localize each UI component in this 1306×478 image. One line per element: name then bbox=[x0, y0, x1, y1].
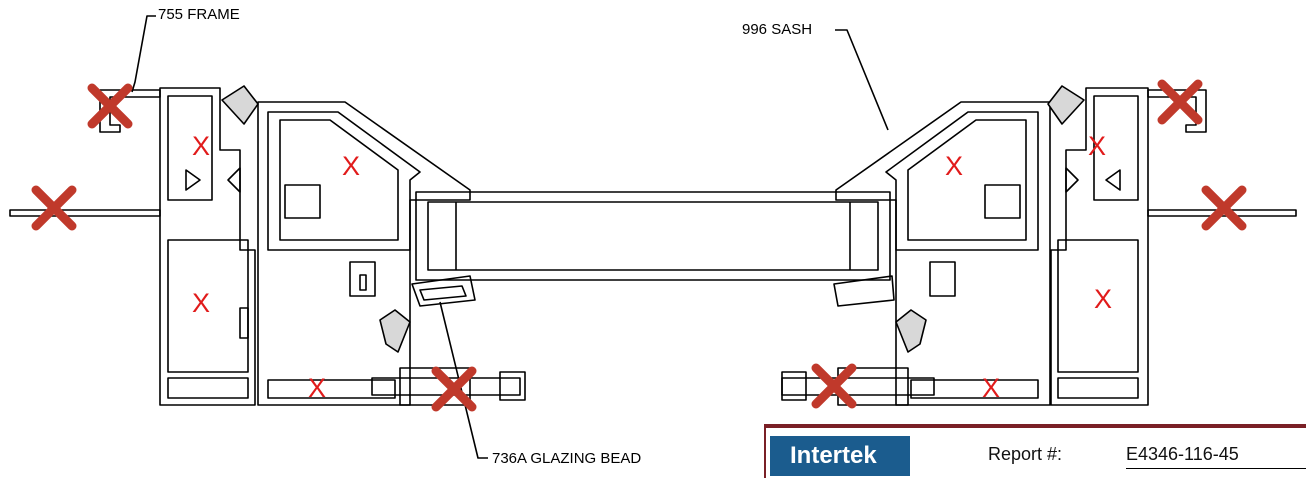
frame-leader-line bbox=[131, 15, 156, 93]
report-number-underline bbox=[1126, 468, 1306, 469]
right-sash-profile bbox=[835, 101, 1051, 406]
cross-mark-icon bbox=[1201, 185, 1247, 231]
sash-label: 996 SASH bbox=[742, 21, 813, 38]
cavity-mark: X bbox=[1088, 131, 1107, 161]
right-weatherseal bbox=[895, 85, 1085, 353]
right-frame-profile bbox=[1050, 87, 1297, 406]
cavity-mark: X bbox=[945, 151, 964, 181]
right-glazing-bead bbox=[833, 275, 895, 307]
cross-mark-icon bbox=[431, 366, 477, 412]
cross-mark-icon bbox=[31, 185, 77, 231]
frame-label: 755 FRAME bbox=[158, 6, 240, 23]
report-number-value: E4346-116-45 bbox=[1126, 444, 1239, 464]
left-frame-profile bbox=[9, 87, 256, 406]
cross-mark-icon bbox=[811, 363, 857, 409]
left-weatherseal bbox=[221, 85, 411, 353]
intertek-logo: Intertek bbox=[770, 436, 910, 476]
cross-marks-group bbox=[31, 79, 1247, 412]
cross-mark-icon bbox=[87, 83, 133, 129]
sash-leader-line bbox=[835, 29, 889, 131]
bead-leader-line bbox=[439, 301, 488, 459]
cavity-mark: X bbox=[1094, 284, 1113, 314]
cavity-mark: X bbox=[982, 373, 1001, 403]
cross-mark-icon bbox=[1157, 79, 1203, 125]
insulated-glass-unit bbox=[415, 191, 891, 281]
cavity-mark: X bbox=[342, 151, 361, 181]
cavity-mark: X bbox=[192, 288, 211, 318]
report-footer: Intertek Report #: E4346-116-45 bbox=[764, 424, 1306, 478]
left-sash-profile bbox=[257, 101, 471, 406]
left-glazing-bead bbox=[411, 275, 476, 307]
report-number-label: Report #: bbox=[988, 444, 1063, 464]
glazing-bead-label: 736A GLAZING BEAD bbox=[492, 450, 642, 467]
cavity-mark: X bbox=[192, 131, 211, 161]
cavity-mark: X bbox=[308, 373, 327, 403]
